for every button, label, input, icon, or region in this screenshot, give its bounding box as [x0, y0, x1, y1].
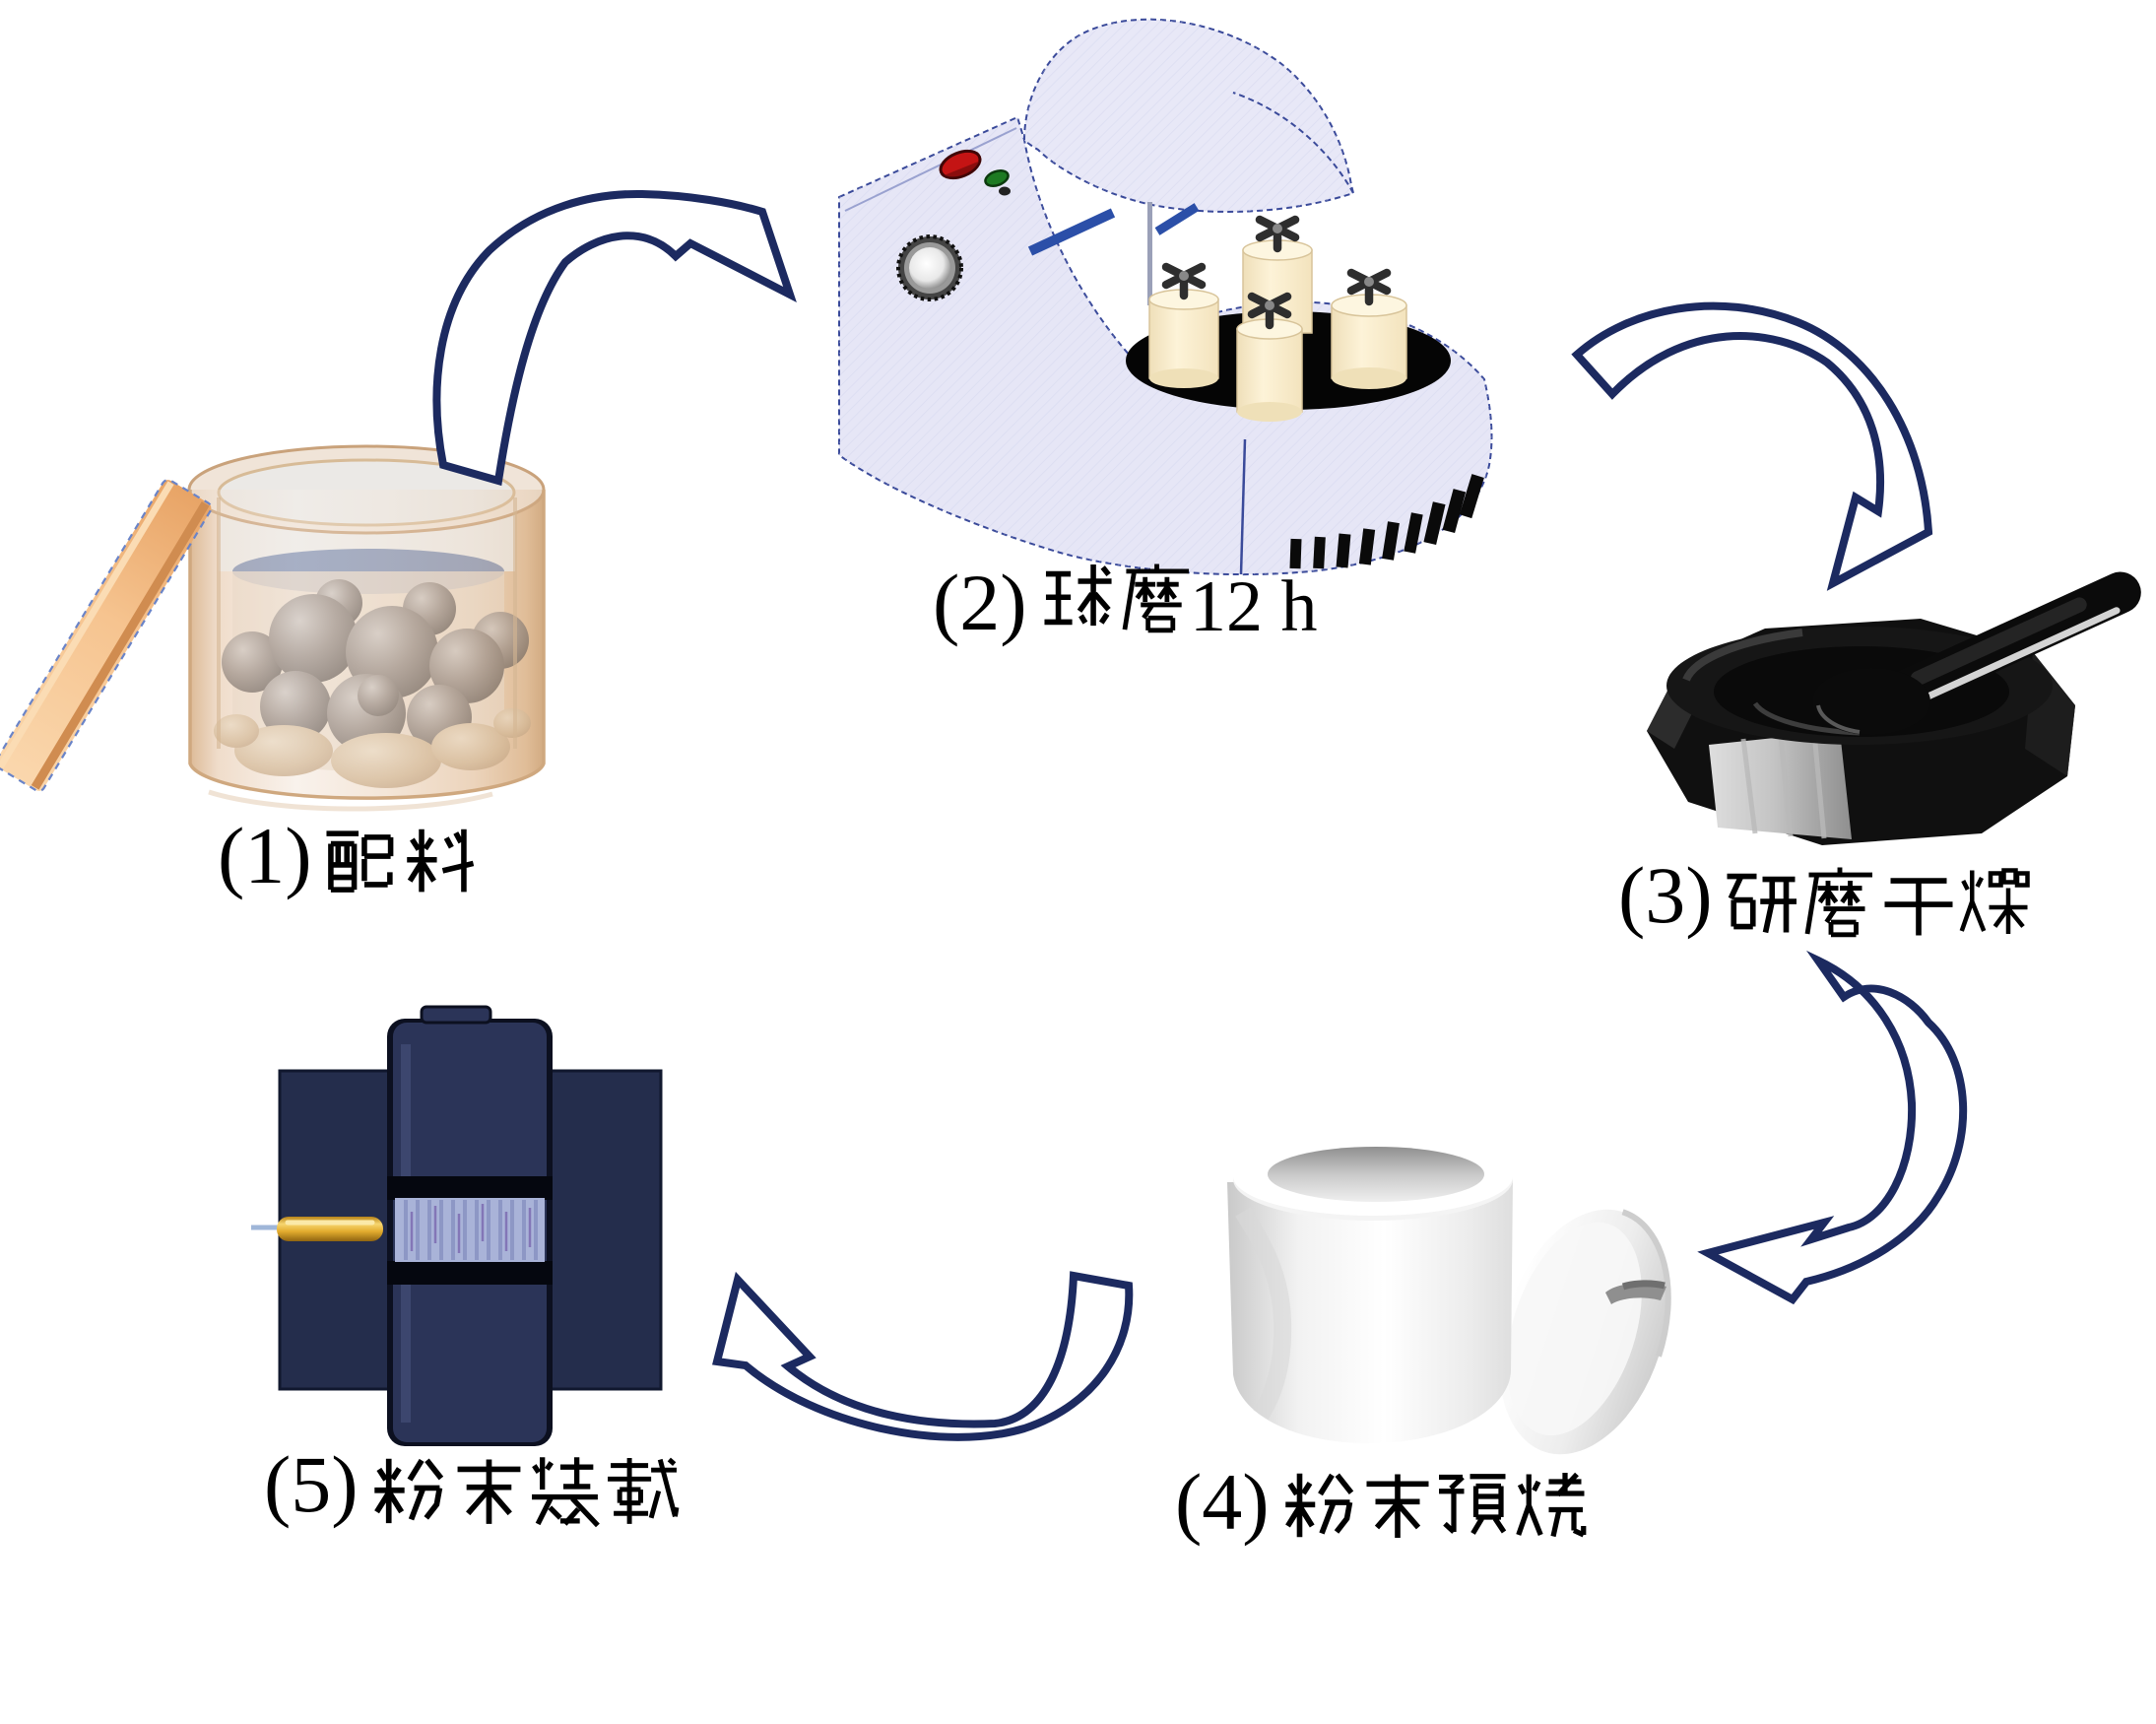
- svg-text:(2): (2): [933, 558, 1027, 647]
- svg-text:(3): (3): [1618, 850, 1713, 940]
- svg-text:(1): (1): [218, 811, 312, 900]
- svg-text:(5): (5): [264, 1439, 359, 1529]
- svg-text:12 h: 12 h: [1190, 566, 1318, 647]
- svg-text:(4): (4): [1175, 1457, 1270, 1547]
